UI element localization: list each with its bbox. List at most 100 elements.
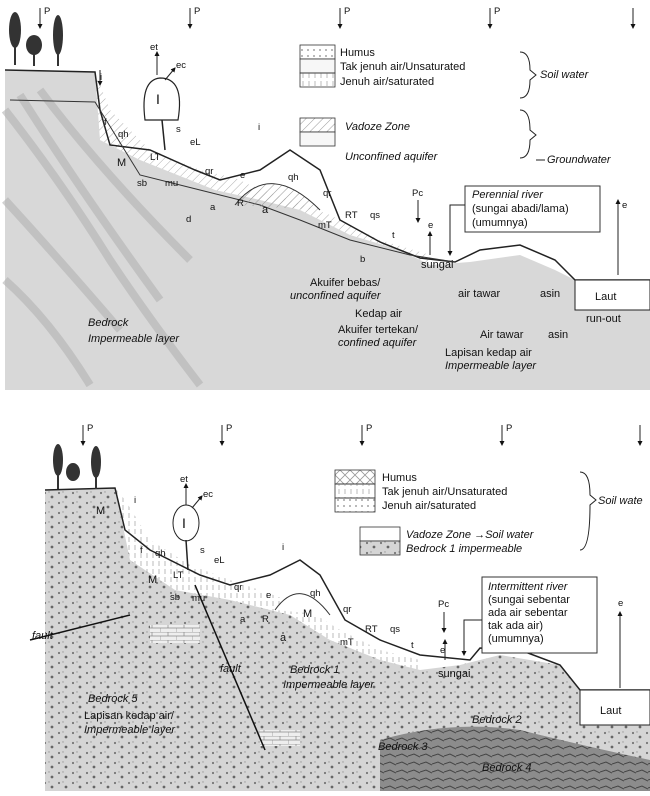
f2-label: f [140, 545, 143, 556]
river-box-2-line-4: tak ada air) [488, 620, 543, 632]
i2-label: i [134, 495, 136, 506]
qh-label-2: qh [288, 172, 299, 183]
bottom-river-box: Intermittent river (sungai sebentar ada … [464, 577, 597, 655]
legend-humus-2: Humus [382, 472, 417, 484]
top-panel: Humus Tak jenuh air/Unsaturated Jenuh ai… [5, 6, 650, 390]
river-box-2-line-2: (sungai sebentar [488, 594, 570, 606]
mt-label: mT [318, 220, 332, 231]
impermeable-label: Impermeable layer [445, 360, 537, 372]
fault-label-2: fault [220, 663, 242, 675]
qh2-label-2: qh [310, 588, 321, 599]
legend-unsaturated: Tak jenuh air/Unsaturated [340, 61, 465, 73]
top-precipitation: P P P P [40, 6, 633, 28]
r-label: R [237, 198, 244, 209]
lt-label: LT [150, 152, 161, 163]
run-out-label: run-out [586, 313, 621, 325]
river-box-line-2: (sungai abadi/lama) [472, 203, 569, 215]
mound-a-label: a [262, 204, 269, 216]
asin-label: asin [540, 288, 560, 300]
bedrock3-label: Bedrock 3 [378, 741, 428, 753]
legend-unsaturated-2: Tak jenuh air/Unsaturated [382, 486, 507, 498]
precip-label-2: P [194, 6, 200, 17]
precip2-label-2: P [226, 423, 232, 434]
top-river-box: Perennial river (sungai abadi/lama) (umu… [450, 186, 600, 255]
air-tawar-label: air tawar [458, 288, 501, 300]
legend-vadoze: Vadoze Zone [345, 121, 410, 133]
a-label: a [210, 202, 216, 213]
e2-label-3: e [618, 598, 623, 609]
b-label: b [360, 254, 365, 265]
precip-label-1: P [44, 6, 50, 17]
legend-unconfined: Unconfined aquifer [345, 151, 439, 163]
bottom-tree-canopy [173, 505, 199, 541]
m-label: M [117, 157, 126, 169]
fault-label-1: fault [32, 630, 54, 642]
et2-label: et [180, 474, 188, 485]
s-label: s [176, 124, 181, 135]
sb2-label: sb [170, 592, 180, 603]
rt-label: RT [345, 210, 358, 221]
bedrock1-label: Bedrock 1 [290, 664, 340, 676]
i-label-2: i [258, 122, 260, 133]
legend-saturated-2: Jenuh air/saturated [382, 500, 476, 512]
r2-label: R [262, 614, 269, 625]
legend-soil-water: Soil water [540, 69, 590, 81]
m2-label-top: M [96, 505, 105, 517]
t2-label: t [411, 640, 414, 651]
qs2-label: qs [390, 624, 400, 635]
interception-label: I [156, 91, 160, 107]
lt2-label: LT [173, 570, 184, 581]
aquifer-tertekan-label: Akuifer tertekan/ [338, 324, 419, 336]
top-tree-canopy [144, 78, 180, 120]
mound2-a-label: a [280, 632, 287, 644]
legend-vadoze-2: Vadoze Zone →Soil water [406, 529, 535, 541]
el2-label: eL [214, 555, 225, 566]
f-label: f [104, 117, 107, 128]
sungai-label: sungai [421, 259, 453, 271]
bedrock2-label: Bedrock 2 [472, 714, 522, 726]
qr-label-2: qr [323, 188, 331, 199]
aquifer-bebas-label: Akuifer bebas/ [310, 277, 381, 289]
s2-label: s [200, 545, 205, 556]
interception2-label: I [182, 515, 186, 531]
el-label: eL [190, 137, 201, 148]
legend-soil-water-2: Soil wate [598, 495, 643, 507]
laut2-label: Laut [600, 705, 621, 717]
pc2-label: Pc [438, 599, 449, 610]
air-tawar-2-label: Air tawar [480, 329, 524, 341]
top-legend: Humus Tak jenuh air/Unsaturated Jenuh ai… [300, 45, 612, 166]
d-label: d [186, 214, 191, 225]
sungai2-label: sungai [438, 668, 470, 680]
precip-label-4: P [494, 6, 500, 17]
qr-label: qr [205, 166, 213, 177]
bedrock5-label: Bedrock 5 [88, 693, 138, 705]
bedrock4-label: Bedrock 4 [482, 762, 532, 774]
e-label-3: e [622, 200, 627, 211]
e2-label-2: e [440, 645, 445, 656]
river-box-2-line-1: Intermittent river [488, 581, 569, 593]
mu-label: mu [165, 178, 178, 189]
lapisan2-label: Lapisan kedap air/ [84, 710, 175, 722]
river-box-2-line-5: (umumnya) [488, 633, 544, 645]
bottom-legend: Humus Tak jenuh air/Unsaturated Jenuh ai… [335, 470, 643, 555]
qh-label: qh [118, 129, 129, 140]
qr2-label: qr [234, 582, 242, 593]
bottom-precipitation: P P P P [83, 423, 640, 445]
et-label: et [150, 42, 158, 53]
bedrock1-impermeable-label: Impermeable layer [283, 679, 375, 691]
pc-label: Pc [412, 188, 423, 199]
sb-label: sb [137, 178, 147, 189]
m2-label: M [148, 574, 157, 586]
precip2-label-1: P [87, 423, 93, 434]
lapisan-label: Lapisan kedap air [445, 347, 532, 359]
impermeable2-label: Impermeable layer [84, 724, 176, 736]
e2-label-1: e [266, 590, 271, 601]
asin-2-label: asin [548, 329, 568, 341]
river-box-line-3: (umumnya) [472, 217, 528, 229]
i-label: i [100, 72, 102, 83]
legend-humus: Humus [340, 47, 375, 59]
precip-label-3: P [344, 6, 350, 17]
impermeable-layer-label: Impermeable layer [88, 333, 180, 345]
mound2-m-label: M [303, 608, 312, 620]
